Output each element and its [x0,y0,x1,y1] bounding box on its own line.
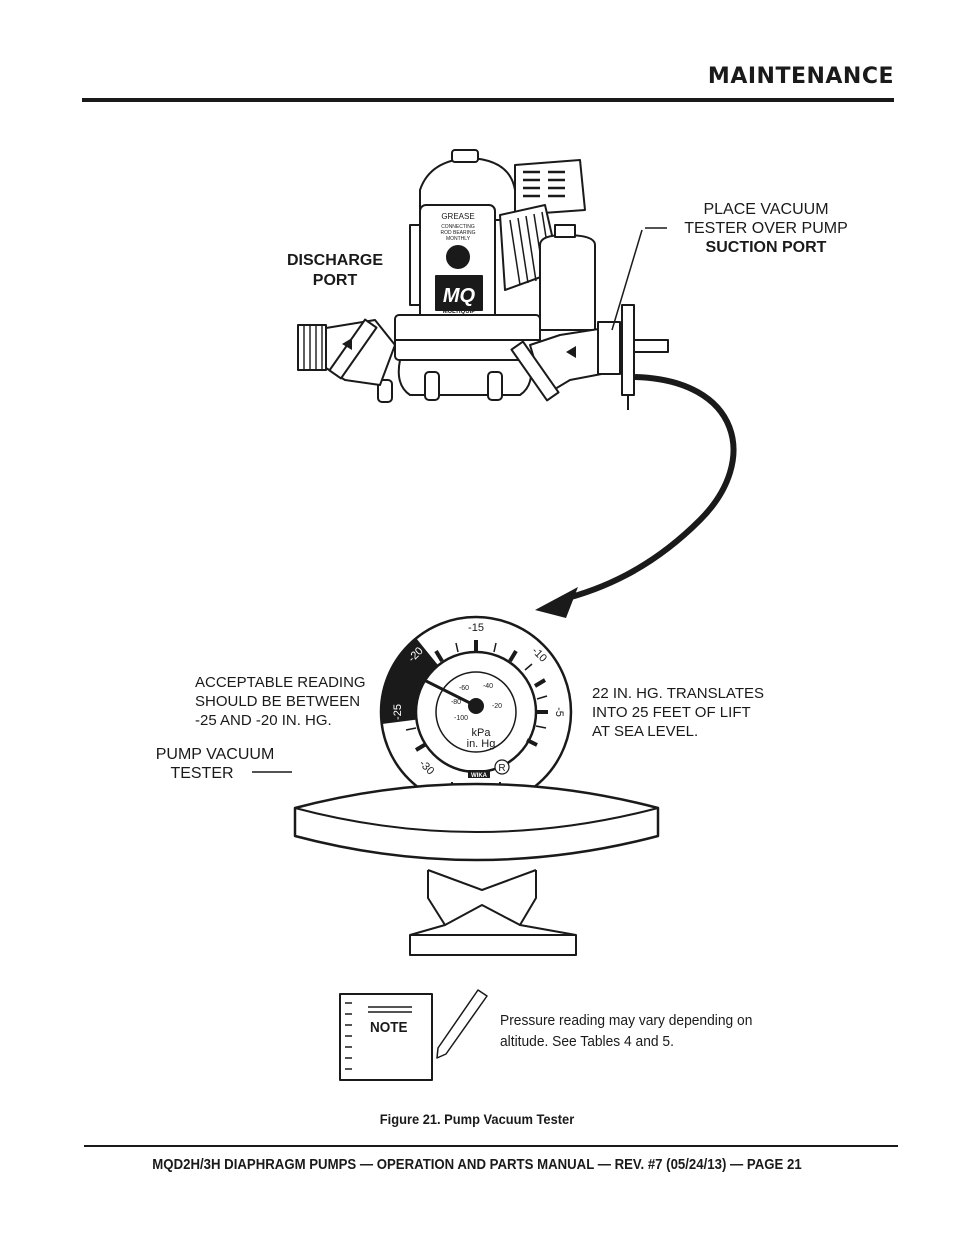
gauge-registered: R [498,763,505,774]
figure-caption: Figure 21. Pump Vacuum Tester [379,1111,575,1127]
discharge-port-label: DISCHARGE PORT [286,252,383,289]
gauge-kpa-100: -100 [454,715,468,722]
note-text: Pressure reading may vary depending on a… [500,1012,753,1050]
lift-label: 22 IN. HG. TRANSLATES INTO 25 FEET OF LI… [592,685,764,740]
suction-port-label: PLACE VACUUM TESTER OVER PUMP SUCTION PO… [684,201,848,256]
footer-rule [84,1145,898,1147]
tester-base [293,782,660,956]
note-label: NOTE [370,1019,408,1036]
gauge-kpa-20: -20 [492,703,502,710]
gauge-mark-5: -5 [553,707,565,717]
gauge-mark-15: -15 [468,622,484,634]
gauge-mark-25: -25 [392,704,404,720]
pump-illustration [297,204,669,410]
vacuum-gauge [379,615,573,809]
note-pad-icon [339,989,488,1081]
brand-label: MULTIQUIP [443,309,476,315]
mq-logo: MQ [443,285,476,307]
gauge-kpa-60: -60 [459,685,469,692]
grease-note-2: ROD BEARING [440,230,475,236]
gauge-unit-kpa: kPa [472,727,492,739]
grease-label: GREASE [441,212,474,221]
gauge-maker: WIKA [471,773,488,779]
grease-note-3: MONTHLY [446,236,471,242]
header-rule [82,98,894,102]
page-footer: MQD2H/3H DIAPHRAGM PUMPS — OPERATION AND… [152,1156,802,1173]
gauge-kpa-40: -40 [483,683,493,690]
section-title: MAINTENANCE [707,64,894,89]
grease-note-1: CONNECTING [441,224,475,230]
acceptable-reading-label: ACCEPTABLE READING SHOULD BE BETWEEN -25… [195,674,366,729]
gauge-unit-hg: in. Hg [467,738,496,750]
gauge-kpa-80: -80 [451,699,461,706]
pump-vacuum-tester-label: PUMP VACUUM TESTER [155,746,275,782]
